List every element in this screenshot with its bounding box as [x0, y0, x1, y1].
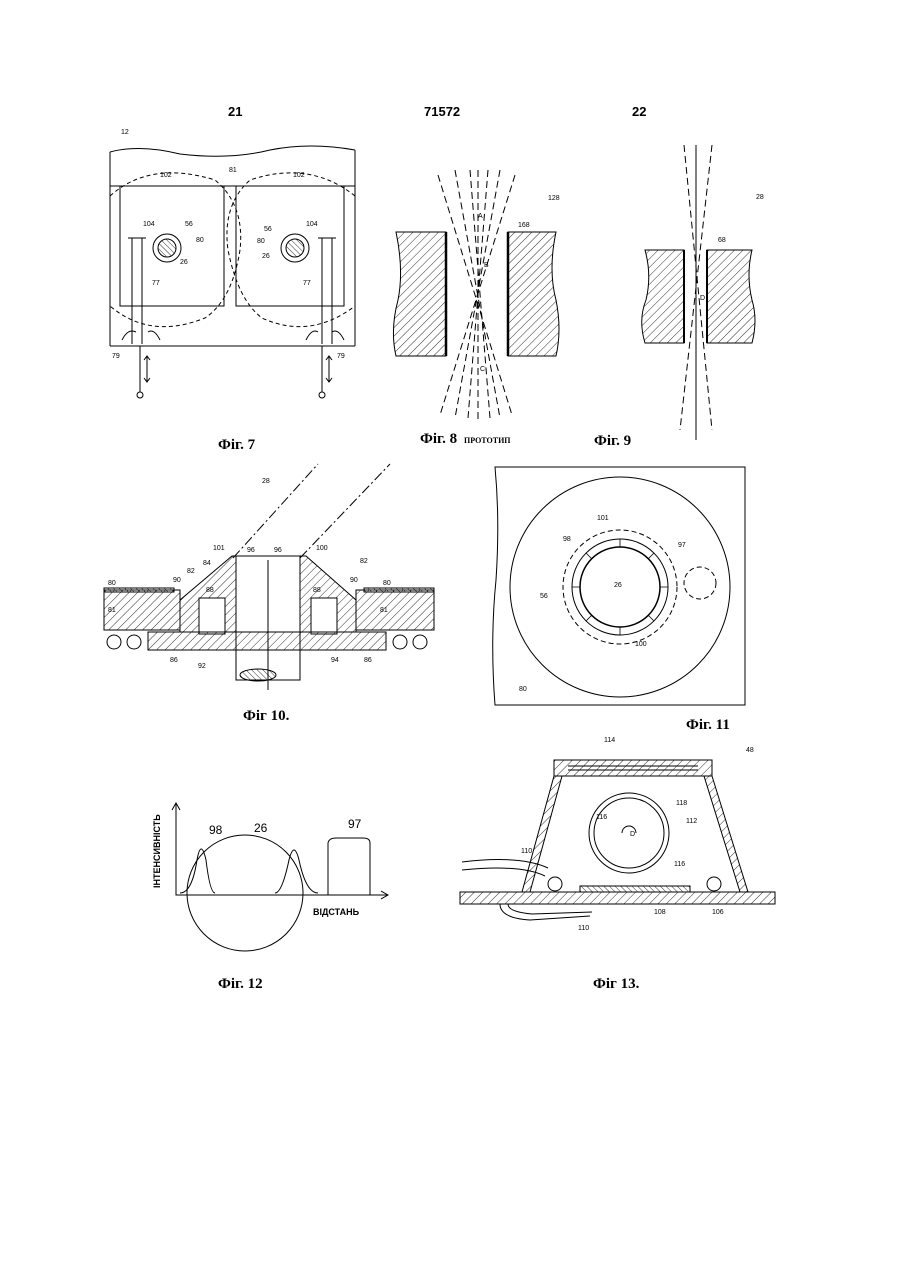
fig7-ref: 26: [262, 253, 270, 260]
fig13-ref: 116: [596, 814, 607, 821]
fig7-ref: 79: [112, 353, 120, 360]
fig7-ref: 104: [143, 221, 155, 228]
fig13-ref: 110: [578, 925, 589, 932]
fig7-ref: 56: [264, 226, 272, 233]
fig8-note: ПРОТОТИП: [464, 436, 511, 445]
figure-7: [110, 146, 355, 398]
fig13-ref: D: [630, 831, 635, 838]
fig9-caption: Фіг. 9: [594, 433, 631, 450]
figure-10: [104, 464, 434, 690]
fig8-ref: 168: [518, 222, 530, 229]
fig13-ref: 112: [686, 818, 697, 825]
fig10-ref: 86: [170, 657, 178, 664]
fig8-ref: A: [478, 213, 483, 220]
figure-7-labels: 12 81 102 102 104 56 80 26 56 104 80 26 …: [112, 129, 345, 360]
fig11-ref: 101: [597, 515, 609, 522]
figure-12-labels: 98 26 97 ВІДСТАНЬ ІНТЕНСИВНІСТЬ: [152, 814, 362, 917]
fig13-ref: 110: [521, 848, 532, 855]
fig11-ref: 56: [540, 593, 548, 600]
fig11-ref: 100: [635, 641, 647, 648]
fig10-ref: 90: [173, 577, 181, 584]
fig10-ref: 82: [187, 568, 195, 575]
fig7-ref: 104: [306, 221, 318, 228]
fig12-ref: 98: [209, 823, 223, 837]
fig13-ref: 114: [604, 737, 615, 744]
fig10-ref: 101: [213, 545, 225, 552]
fig13-ref: 116: [674, 861, 685, 868]
fig10-ref: 100: [316, 545, 328, 552]
fig12-caption: Фіг. 12: [218, 976, 263, 993]
fig13-ref: 108: [654, 909, 666, 916]
fig10-ref: 81: [380, 607, 388, 614]
fig10-ref: 92: [198, 663, 206, 670]
fig9-ref: 68: [718, 237, 726, 244]
fig10-ref: 88: [313, 587, 321, 594]
fig11-ref: 80: [519, 686, 527, 693]
fig10-ref: 80: [108, 580, 116, 587]
fig13-ref: 106: [712, 909, 724, 916]
fig12-ref: 97: [348, 817, 362, 831]
fig10-ref: 96: [274, 547, 282, 554]
fig11-caption: Фіг. 11: [686, 717, 730, 734]
fig11-ref: 97: [678, 542, 686, 549]
fig7-ref: 102: [293, 172, 305, 179]
fig10-ref: 80: [383, 580, 391, 587]
fig7-ref: 77: [303, 280, 311, 287]
fig13-ref: 48: [746, 747, 754, 754]
fig7-ref: 12: [121, 129, 129, 136]
fig8-ref: 128: [548, 195, 560, 202]
fig10-ref: 94: [331, 657, 339, 664]
fig12-xlabel: ВІДСТАНЬ: [313, 907, 360, 917]
fig13-caption: Фіг 13.: [593, 976, 639, 993]
fig9-ref: D: [700, 295, 705, 302]
fig12-ylabel: ІНТЕНСИВНІСТЬ: [152, 814, 162, 888]
fig7-ref: 77: [152, 280, 160, 287]
fig10-ref: 82: [360, 558, 368, 565]
fig8-ref: C: [480, 366, 485, 373]
fig10-ref: 96: [247, 547, 255, 554]
fig7-caption: Фіг. 7: [218, 437, 255, 454]
fig10-caption: Фіг 10.: [243, 708, 289, 725]
figure-9: [642, 145, 755, 440]
fig10-ref: 90: [350, 577, 358, 584]
fig10-ref: 86: [364, 657, 372, 664]
fig12-ref: 26: [254, 821, 268, 835]
fig8-ref: B: [484, 262, 489, 269]
fig11-ref: 26: [614, 582, 622, 589]
figure-13: [460, 760, 775, 920]
fig7-ref: 56: [185, 221, 193, 228]
fig10-ref: 81: [108, 607, 116, 614]
fig7-ref: 81: [229, 167, 237, 174]
fig9-ref: 28: [756, 194, 764, 201]
fig7-ref: 26: [180, 259, 188, 266]
fig13-ref: 118: [676, 800, 687, 807]
fig8-caption: Фіг. 8: [420, 431, 457, 448]
fig7-ref: 79: [337, 353, 345, 360]
fig10-ref: 88: [206, 587, 214, 594]
fig7-ref: 80: [196, 237, 204, 244]
fig7-ref: 80: [257, 238, 265, 245]
fig11-ref: 98: [563, 536, 571, 543]
figure-8: [393, 170, 559, 420]
fig7-ref: 102: [160, 172, 172, 179]
fig10-ref: 84: [203, 560, 211, 567]
fig10-ref: 28: [262, 478, 270, 485]
